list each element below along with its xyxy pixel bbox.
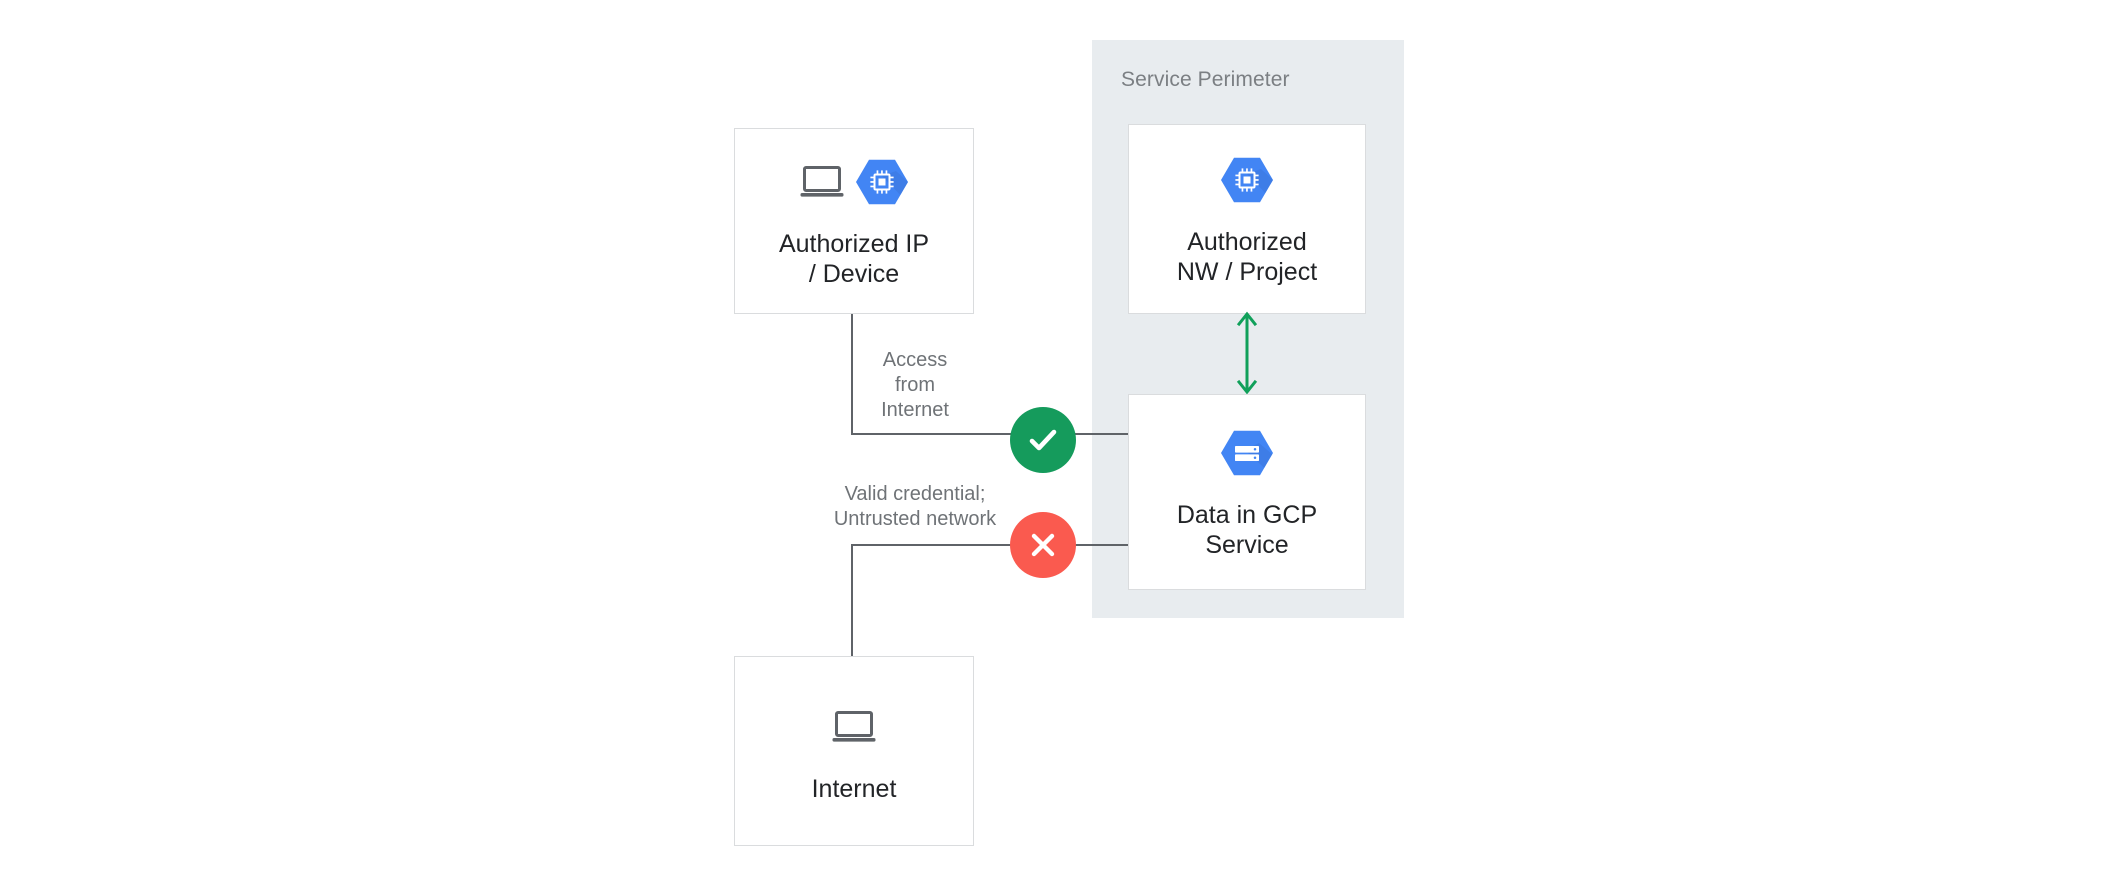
close-icon [1031, 533, 1055, 557]
node-label: Authorized NW / Project [1176, 228, 1318, 286]
node-data-in-gcp-service[interactable]: Data in GCP Service [1128, 394, 1366, 590]
connector-internet-horizontal [851, 544, 1021, 547]
node-authorized-nw-project[interactable]: Authorized NW / Project [1128, 124, 1366, 314]
bidirectional-arrow-icon [1232, 308, 1262, 398]
node-internet[interactable]: Internet [734, 656, 974, 846]
connector-authorized-ip-horizontal [851, 433, 1021, 436]
node-icon-group [1221, 151, 1273, 209]
connector-allowed-to-data [1065, 433, 1130, 436]
connector-authorized-ip-vertical [851, 313, 854, 435]
gcp-compute-hexagon-icon [1221, 157, 1273, 203]
edge-label-access-from-internet: Access from Internet [881, 349, 949, 421]
connector-denied-to-data [1065, 544, 1130, 547]
check-icon [1029, 429, 1057, 451]
node-authorized-ip-device[interactable]: Authorized IP / Device [734, 128, 974, 314]
node-icon-group [832, 698, 876, 756]
node-icon-group [1221, 424, 1273, 482]
connector-internet-vertical [851, 545, 854, 657]
laptop-icon [800, 165, 844, 199]
node-label: Data in GCP Service [1176, 501, 1318, 559]
edge-label-valid-credential: Valid credential; Untrusted network [833, 483, 997, 530]
node-label: Internet [811, 775, 897, 803]
gcp-compute-hexagon-icon [856, 159, 908, 205]
service-perimeter-label: Service Perimeter [1121, 68, 1290, 91]
status-badge-allowed[interactable] [1010, 407, 1076, 473]
laptop-icon [832, 710, 876, 744]
status-badge-denied[interactable] [1010, 512, 1076, 578]
gcp-storage-hexagon-icon [1221, 430, 1273, 476]
node-icon-group [800, 153, 908, 211]
node-label: Authorized IP / Device [778, 230, 930, 288]
